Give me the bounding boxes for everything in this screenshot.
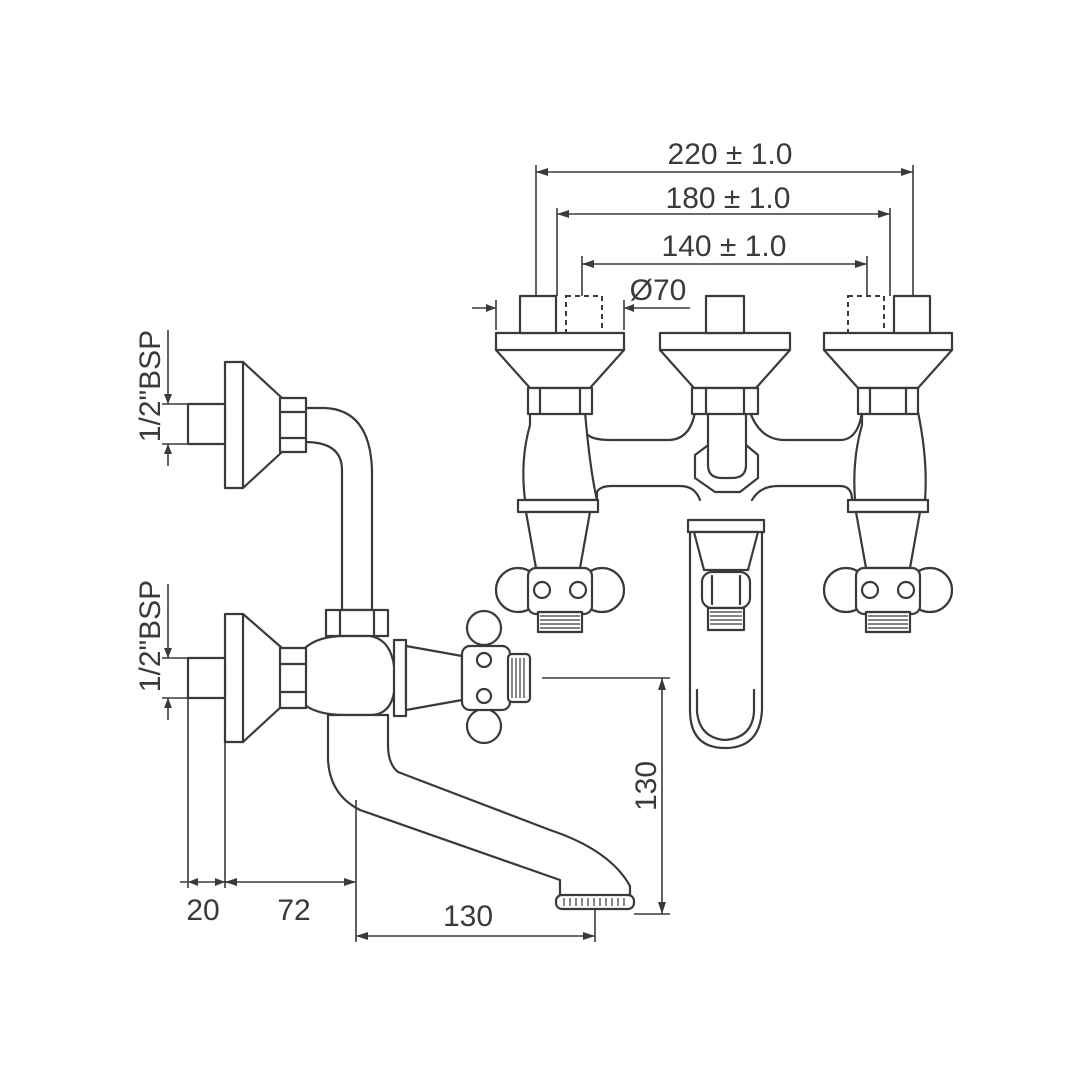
height-dimension: 130 bbox=[542, 677, 670, 915]
dim-label-inner: 140 ± 1.0 bbox=[662, 230, 787, 263]
top-dimensions: 220 ± 1.0 180 ± 1.0 140 ± 1.0 Ø70 bbox=[472, 138, 914, 330]
left-valve-bonnet bbox=[524, 510, 592, 570]
wall-distance-label: 72 bbox=[277, 894, 310, 927]
left-hex-nut bbox=[526, 386, 594, 416]
dim-label-overall: 220 ± 1.0 bbox=[668, 138, 793, 171]
offset-label: 20 bbox=[186, 894, 219, 927]
spout-cone bbox=[692, 530, 760, 572]
right-body-column bbox=[853, 410, 927, 502]
spout-aerator bbox=[554, 893, 636, 911]
left-flange-cone bbox=[494, 331, 626, 390]
upper-inlet-stud bbox=[186, 402, 227, 446]
diverter-knob bbox=[700, 570, 752, 610]
upper-hex-nut bbox=[278, 396, 308, 454]
side-handle-cap bbox=[506, 652, 532, 704]
dim-label-middle: 180 ± 1.0 bbox=[666, 182, 791, 215]
side-valve-collar bbox=[392, 638, 408, 718]
centre-hex-nut bbox=[690, 386, 760, 416]
lower-hex-nut bbox=[278, 646, 308, 710]
left-valve-collar bbox=[516, 498, 600, 514]
left-inlet-stud bbox=[518, 294, 558, 335]
left-dimensions: 1/2"BSP 1/2"BSP bbox=[134, 330, 188, 720]
side-valve-bonnet bbox=[404, 644, 464, 712]
thread-label-upper: 1/2"BSP bbox=[134, 330, 167, 442]
right-inlet-stud-hidden bbox=[847, 295, 885, 334]
right-valve-bonnet bbox=[854, 510, 922, 570]
diverter-pipe bbox=[706, 410, 748, 480]
bottom-dimensions: 20 72 130 bbox=[180, 698, 596, 942]
side-handle-arm-bottom bbox=[465, 707, 503, 745]
side-view-mixer bbox=[186, 360, 636, 911]
body-bridge-lower bbox=[595, 484, 854, 502]
right-valve-collar bbox=[846, 498, 930, 514]
bath-spout bbox=[326, 713, 632, 902]
body-top-nut bbox=[324, 608, 390, 638]
lower-inlet-stud bbox=[186, 656, 227, 700]
right-handle-cap bbox=[864, 610, 912, 634]
left-handle-cap bbox=[536, 610, 584, 634]
main-body bbox=[303, 634, 397, 717]
upper-wall-flange bbox=[223, 360, 284, 490]
right-hex-nut bbox=[856, 386, 920, 416]
height-label: 130 bbox=[630, 761, 663, 811]
centre-flange-cone bbox=[658, 331, 792, 390]
dim-label-diameter: Ø70 bbox=[630, 274, 687, 307]
lower-wall-flange bbox=[223, 612, 284, 744]
diverter-cap bbox=[706, 606, 746, 632]
spout-collar bbox=[686, 518, 766, 534]
centre-inlet-stud bbox=[704, 294, 746, 335]
spout-inner-line bbox=[695, 688, 756, 742]
thread-label-lower: 1/2"BSP bbox=[134, 580, 167, 692]
front-view-mixer bbox=[494, 294, 954, 750]
right-inlet-stud bbox=[892, 294, 932, 335]
reach-label: 130 bbox=[443, 900, 493, 933]
side-handle-arm-top bbox=[465, 609, 503, 647]
upper-supply-pipe bbox=[303, 406, 374, 612]
left-inlet-stud-hidden bbox=[565, 295, 603, 334]
left-body-column bbox=[522, 410, 599, 502]
right-flange-cone bbox=[822, 331, 954, 390]
